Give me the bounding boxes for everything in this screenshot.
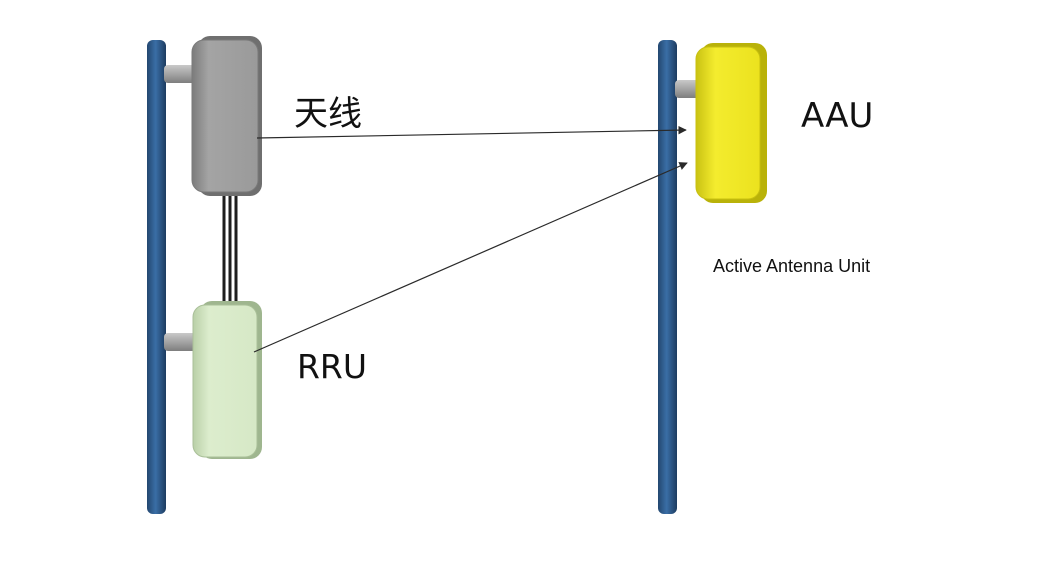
active-antenna-unit-icon	[695, 43, 767, 203]
right-mast-pole	[658, 40, 677, 514]
rru-label: RRU	[297, 347, 368, 386]
rru-to-aau-arrow	[253, 162, 688, 353]
antenna-to-aau-arrow	[256, 125, 687, 139]
antenna-label: 天线	[294, 94, 362, 134]
radio-unit-icon	[192, 301, 262, 459]
antenna-panel-icon	[191, 36, 262, 196]
antenna-mount-arm	[164, 65, 198, 83]
left-mast-pole	[147, 40, 166, 514]
aau-label: AAU	[801, 96, 874, 136]
jumper-cables	[222, 190, 238, 305]
aau-full-name-label: Active Antenna Unit	[713, 256, 871, 276]
rru-mount-arm	[164, 333, 198, 351]
